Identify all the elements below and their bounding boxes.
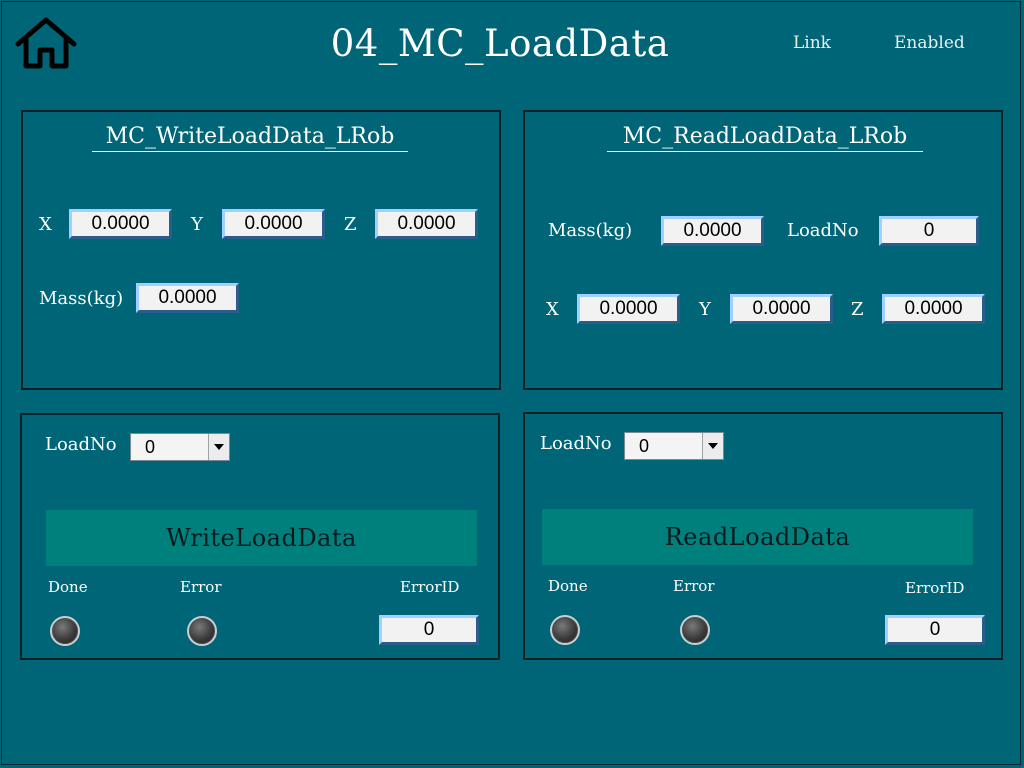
read-done-label: Done bbox=[548, 577, 588, 595]
home-icon[interactable] bbox=[14, 16, 78, 70]
read-params-panel: MC_ReadLoadData_LRob Mass(kg) 0.0000 Loa… bbox=[523, 110, 1003, 390]
write-z-field[interactable]: 0.0000 bbox=[375, 209, 478, 239]
chevron-down-icon[interactable] bbox=[208, 434, 229, 460]
write-mass-field[interactable]: 0.0000 bbox=[136, 283, 239, 313]
write-done-label: Done bbox=[48, 578, 88, 596]
write-z-label: Z bbox=[344, 214, 357, 235]
write-loadno-selected: 0 bbox=[145, 437, 156, 457]
write-y-field[interactable]: 0.0000 bbox=[222, 209, 325, 239]
read-z-label: Z bbox=[851, 299, 864, 320]
read-loadno-label: LoadNo bbox=[787, 220, 859, 241]
write-loadno-dropdown[interactable]: 0 bbox=[130, 433, 230, 461]
write-loadno-label: LoadNo bbox=[45, 434, 117, 455]
status-enabled: Enabled bbox=[894, 33, 965, 53]
write-done-lamp bbox=[50, 616, 80, 646]
read-load-data-button[interactable]: ReadLoadData bbox=[542, 509, 973, 565]
write-panel-title: MC_WriteLoadData_LRob bbox=[92, 124, 408, 152]
read-control-panel: LoadNo 0 ReadLoadData Done Error ErrorID… bbox=[523, 412, 1003, 660]
write-error-label: Error bbox=[180, 578, 222, 596]
read-z-field: 0.0000 bbox=[882, 294, 985, 324]
read-errorid-label: ErrorID bbox=[905, 579, 965, 597]
write-x-field[interactable]: 0.0000 bbox=[69, 209, 172, 239]
read-x-label: X bbox=[546, 299, 559, 320]
read-y-field: 0.0000 bbox=[730, 294, 833, 324]
read-mass-field: 0.0000 bbox=[661, 216, 764, 246]
status-link: Link bbox=[793, 33, 831, 53]
read-y-label: Y bbox=[699, 299, 711, 320]
write-load-data-button[interactable]: WriteLoadData bbox=[46, 510, 477, 566]
write-x-label: X bbox=[39, 214, 52, 235]
write-params-panel: MC_WriteLoadData_LRob X 0.0000 Y 0.0000 … bbox=[21, 110, 501, 390]
write-control-panel: LoadNo 0 WriteLoadData Done Error ErrorI… bbox=[20, 413, 500, 660]
read-x-field: 0.0000 bbox=[577, 294, 680, 324]
read-panel-title: MC_ReadLoadData_LRob bbox=[607, 124, 923, 152]
read-loadno-dropdown[interactable]: 0 bbox=[624, 432, 724, 460]
read-error-label: Error bbox=[673, 577, 715, 595]
write-y-label: Y bbox=[191, 214, 203, 235]
read-loadno-field: 0 bbox=[879, 216, 979, 246]
write-errorid-field: 0 bbox=[379, 615, 479, 645]
write-mass-label: Mass(kg) bbox=[39, 288, 124, 309]
read-mass-label: Mass(kg) bbox=[548, 220, 633, 241]
write-errorid-label: ErrorID bbox=[400, 578, 460, 596]
read-error-lamp bbox=[680, 615, 710, 645]
read-errorid-field: 0 bbox=[885, 615, 985, 645]
read-loadno-selected: 0 bbox=[639, 436, 650, 456]
read-loadno-label-ctrl: LoadNo bbox=[540, 433, 612, 454]
chevron-down-icon[interactable] bbox=[702, 433, 723, 459]
write-error-lamp bbox=[187, 616, 217, 646]
page-title: 04_MC_LoadData bbox=[330, 22, 670, 65]
read-done-lamp bbox=[550, 615, 580, 645]
